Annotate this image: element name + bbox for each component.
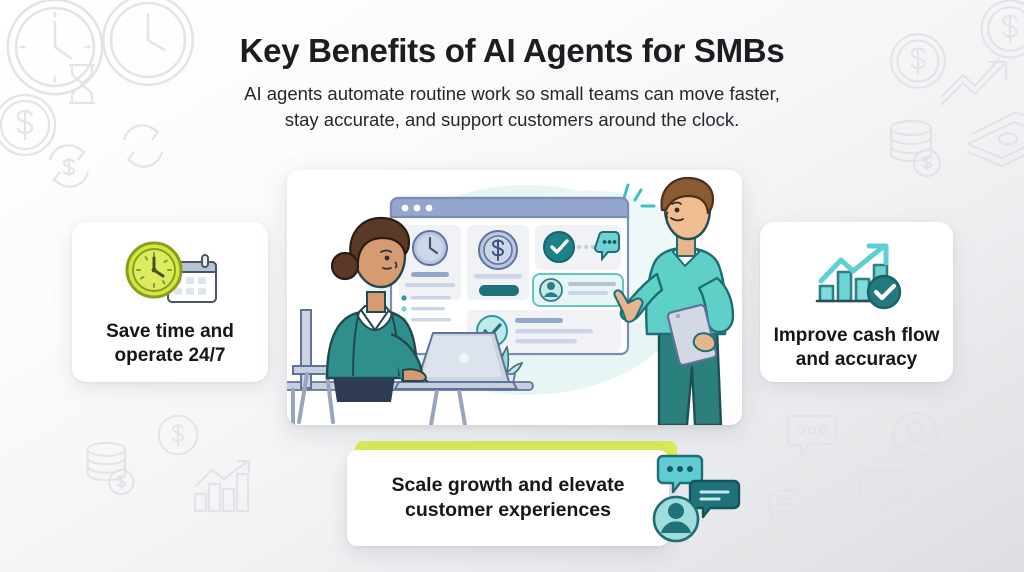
coin-stack-icon <box>82 440 140 496</box>
growth-chart-check-icon <box>807 240 907 314</box>
page-subtitle: AI agents automate routine work so small… <box>0 81 1024 134</box>
benefit-label-line-2: operate 24/7 <box>114 345 226 367</box>
benefit-card-label: Scale growth and elevate customer experi… <box>375 473 640 523</box>
benefit-card-label: Save time and operate 24/7 <box>106 320 234 369</box>
chat-dots-icon <box>785 413 839 459</box>
benefit-label-line-1: Scale growth and elevate <box>391 474 625 497</box>
chat-avatar-icon <box>652 451 742 546</box>
benefit-label-line-1: Save time and <box>106 321 234 342</box>
benefit-card-save-time[interactable]: Save time and operate 24/7 <box>72 222 268 382</box>
bar-chart-icon <box>192 458 256 514</box>
chat-pair-icon <box>765 487 825 535</box>
avatar-icon <box>890 410 940 460</box>
benefit-card-scale-growth[interactable]: Scale growth and elevate customer experi… <box>347 450 669 546</box>
clock-calendar-icon <box>118 238 222 312</box>
benefit-card-cash-flow[interactable]: Improve cash flow and accuracy <box>760 222 953 382</box>
benefit-label-line-2: customer experiences <box>405 499 611 521</box>
sync-dollar-icon <box>38 138 100 196</box>
benefit-card-label: Improve cash flow and accuracy <box>774 324 940 373</box>
chat-lines-icon <box>858 468 912 516</box>
page-title: Key Benefits of AI Agents for SMBs <box>239 32 785 69</box>
header: Key Benefits of AI Agents for SMBs AI ag… <box>0 32 1024 133</box>
subtitle-line-1: AI agents automate routine work so small… <box>244 82 780 104</box>
dollar-coin-icon <box>155 412 201 458</box>
benefit-label-line-2: and accuracy <box>795 349 918 371</box>
subtitle-line-2: stay accurate, and support customers aro… <box>284 109 740 131</box>
benefit-label-line-1: Improve cash flow <box>773 325 940 346</box>
team-using-ai-dashboard-illustration <box>287 170 742 425</box>
benefit-card-scale-growth-wrapper: Scale growth and elevate customer experi… <box>347 441 741 551</box>
